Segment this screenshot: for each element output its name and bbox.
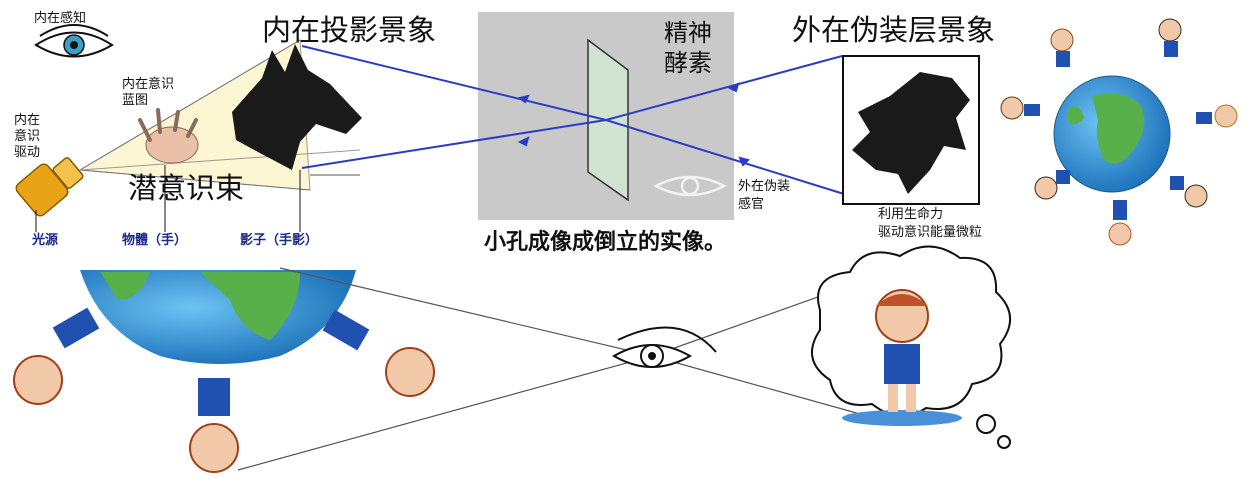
shadow-hand-label: 影子（手影） (240, 233, 319, 248)
inner-perception-label: 内在感知 (34, 11, 87, 26)
inner-drive-label-line1: 内在 (14, 113, 41, 128)
inner-drive-label-line2: 意识 (14, 129, 41, 144)
hand-shadow-icon (232, 44, 362, 232)
eye-icon (34, 24, 114, 58)
outer-disguise-sense-label-line1: 外在伪装 (738, 179, 791, 194)
inner-consciousness-label-line1: 内在意识 (122, 77, 175, 92)
globe-icon (1053, 75, 1171, 193)
inner-consciousness-label-line2: 蓝图 (122, 93, 149, 108)
projection-rays (301, 45, 845, 195)
globe-icon (80, 270, 356, 364)
eye-icon (653, 175, 727, 197)
hand-icon (138, 108, 199, 232)
child-figure-icon (13, 307, 435, 473)
hand-shadow-icon (852, 72, 970, 194)
pinhole-caption: 小孔成像成倒立的实像。 (484, 230, 727, 255)
life-force-label-line1: 利用生命力 (878, 207, 944, 222)
inner-projection-scene-title: 内在投影景象 (262, 13, 437, 47)
subconscious-beam-label: 潜意识束 (128, 171, 245, 205)
light-source-label: 光源 (32, 233, 59, 248)
child-figure-icon (1000, 18, 1238, 246)
life-force-label-line2: 驱动意识能量微粒 (878, 225, 983, 240)
inner-drive-label-line3: 驱动 (14, 145, 41, 160)
outer-disguise-sense-label-line2: 感官 (738, 197, 765, 212)
spirit-enzyme-label-line2: 酵素 (664, 49, 712, 77)
child-figure-icon (875, 289, 929, 412)
spirit-enzyme-label-line1: 精神 (664, 19, 712, 47)
eye-icon (612, 326, 717, 368)
flashlight-icon (15, 157, 84, 232)
object-hand-label: 物體（手） (122, 233, 188, 248)
outer-disguise-scene-title: 外在伪装层景象 (792, 13, 996, 47)
